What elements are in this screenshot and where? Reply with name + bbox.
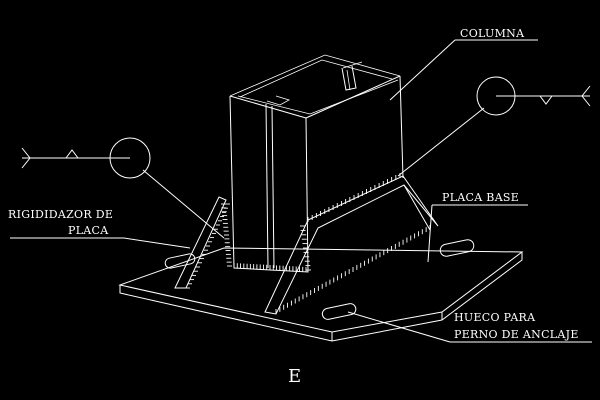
leader-lines — [10, 39, 592, 343]
label-rigidizador-line2: PLACA — [68, 224, 109, 237]
label-columna: COLUMNA — [460, 27, 525, 40]
base-plate — [118, 247, 524, 342]
weld-symbol-right-icon — [476, 76, 591, 116]
label-rigidizador-line1: RIGIDIDAZOR DE — [8, 208, 113, 221]
weld-hatching — [186, 173, 431, 314]
label-placa-base: PLACA BASE — [442, 191, 519, 204]
column — [229, 54, 404, 273]
view-letter: E — [288, 366, 301, 387]
stiffener-plates — [174, 175, 439, 315]
anchor-holes — [164, 239, 475, 320]
weld-symbol-left-icon — [21, 137, 151, 179]
label-hueco-line2: PERNO DE ANCLAJE — [454, 328, 579, 341]
label-hueco-line1: HUECO PARA — [454, 311, 536, 324]
